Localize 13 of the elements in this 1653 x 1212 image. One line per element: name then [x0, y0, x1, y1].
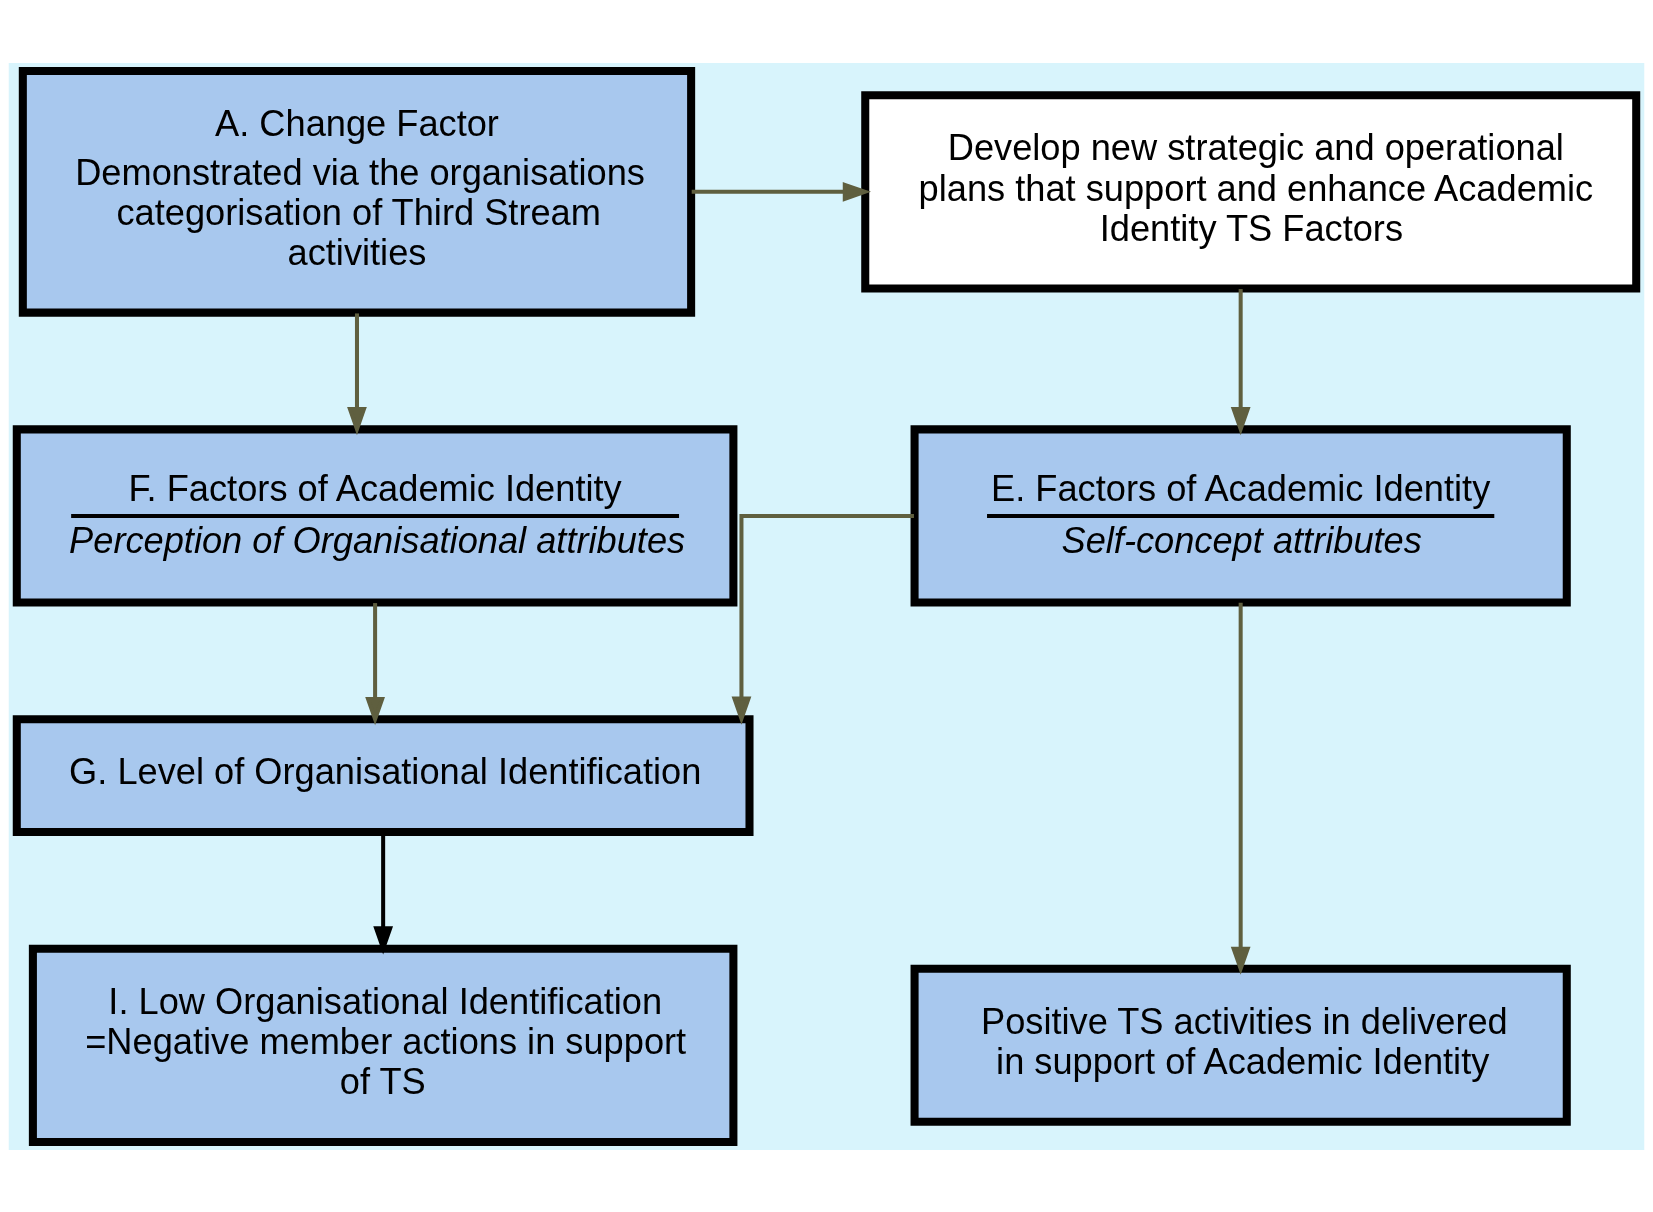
- arrow: [1230, 288, 1251, 435]
- node-box: A. Change Factor Demonstrated via the organisations categorisation of Third Stream activities: [18, 66, 696, 317]
- node-box: Develop new strategic and operational plans that support and enhance Academic Identity TS Factors: [861, 90, 1641, 292]
- node-box: F. Factors of Academic Identity Perception of Organisational attributes: [12, 424, 738, 606]
- node-box: E. Factors of Academic Identity Self-concept attributes: [910, 424, 1571, 606]
- arrow: [731, 513, 914, 725]
- arrow: [347, 312, 367, 435]
- arrow: [365, 602, 385, 725]
- arrow: [1230, 602, 1251, 975]
- node-box: G. Level of Organisational Identification: [12, 714, 754, 836]
- arrow: [691, 181, 871, 202]
- node-box: Positive TS activities in delivered in support of Academic Identity: [910, 964, 1571, 1126]
- node-box: I. Low Organisational Identification =Negative member actions in support of TS: [28, 944, 738, 1146]
